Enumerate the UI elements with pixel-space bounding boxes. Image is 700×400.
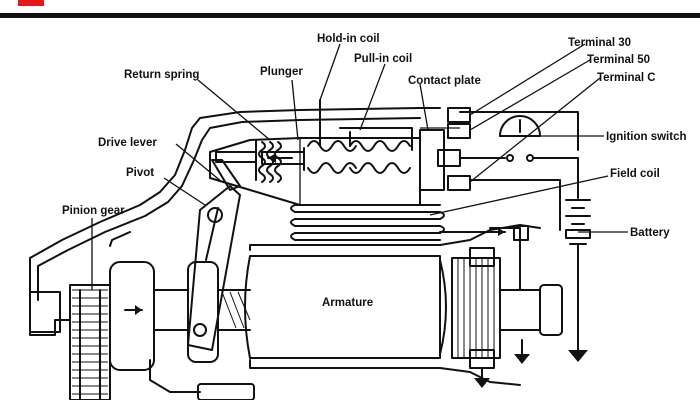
label-field-coil: Field coil: [610, 168, 660, 180]
plunger: [261, 147, 305, 171]
top-red-mark: [18, 0, 44, 6]
label-pinion-gear: Pinion gear: [62, 205, 125, 217]
ignition-switch: [499, 115, 541, 137]
battery: [565, 199, 591, 362]
label-ignition-switch: Ignition switch: [606, 131, 687, 143]
solenoid: [209, 127, 460, 206]
label-hold-in-coil: Hold-in coil: [317, 33, 380, 45]
label-contact-plate: Contact plate: [408, 75, 481, 87]
housing-ground-symbol: [514, 339, 530, 364]
label-terminal-30: Terminal 30: [568, 37, 631, 49]
pull-in-coil-winding: [339, 127, 413, 174]
overrunning-clutch: [109, 261, 251, 371]
circuit-wiring: [459, 111, 579, 231]
label-armature: Armature: [322, 297, 373, 309]
label-battery: Battery: [630, 227, 670, 239]
hold-in-coil-winding: [307, 99, 357, 174]
return-spring: [255, 139, 282, 183]
pinion-gear: [69, 284, 111, 400]
commutator: [439, 225, 563, 369]
label-terminal-50: Terminal 50: [587, 54, 650, 66]
field-coil-winding: [290, 204, 445, 241]
label-pivot: Pivot: [126, 167, 154, 179]
armature-body: [244, 255, 447, 359]
brush-ground-symbol: [474, 367, 490, 388]
label-plunger: Plunger: [260, 66, 303, 78]
top-divider-bar: [0, 13, 700, 18]
label-pull-in-coil: Pull-in coil: [354, 53, 412, 65]
drive-lever: [187, 151, 257, 351]
terminal-blocks: [447, 107, 471, 191]
label-return-spring: Return spring: [124, 69, 199, 81]
label-drive-lever: Drive lever: [98, 137, 157, 149]
leader-lines: [91, 43, 628, 290]
label-terminal-c: Terminal C: [597, 72, 656, 84]
